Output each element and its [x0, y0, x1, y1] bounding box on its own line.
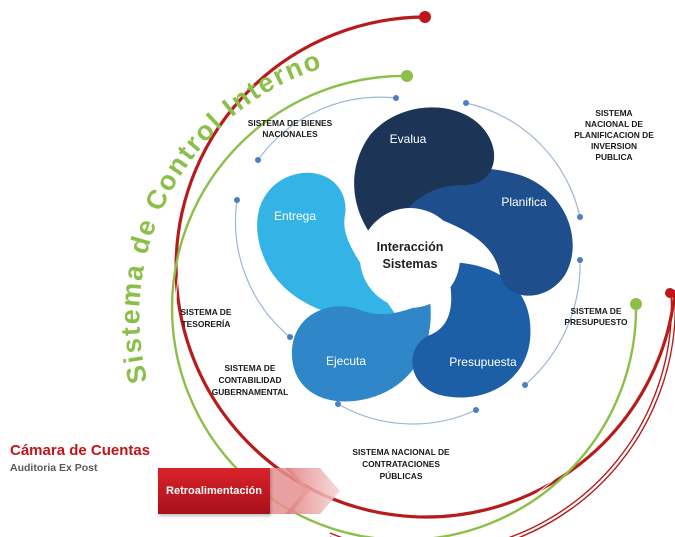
connector-dots: [234, 95, 583, 413]
svg-text:CONTABILIDAD: CONTABILIDAD: [218, 375, 281, 385]
svg-text:SISTEMA: SISTEMA: [595, 108, 632, 118]
petal-label-planifica: Planifica: [501, 195, 547, 209]
svg-text:CONTRATACIONES: CONTRATACIONES: [362, 459, 440, 469]
system-label-contabilidad: SISTEMA DE CONTABILIDAD GUBERNAMENTAL: [212, 363, 289, 397]
svg-text:SISTEMA NACIONAL DE: SISTEMA NACIONAL DE: [352, 447, 450, 457]
svg-text:SISTEMA DE: SISTEMA DE: [181, 307, 232, 317]
retroalimentacion-box: Retroalimentación: [158, 468, 270, 514]
petal-label-presupuesta: Presupuesta: [449, 355, 517, 369]
svg-text:SISTEMA DE: SISTEMA DE: [571, 306, 622, 316]
svg-text:PRESUPUESTO: PRESUPUESTO: [564, 317, 628, 327]
svg-text:PUBLICA: PUBLICA: [595, 152, 632, 162]
petal-label-evalua: Evalua: [390, 132, 427, 146]
svg-text:PLANIFICACION DE: PLANIFICACION DE: [574, 130, 654, 140]
system-label-presupuesto: SISTEMA DE PRESUPUESTO: [564, 306, 628, 327]
petal-ejecuta: [291, 300, 431, 402]
svg-text:SISTEMA DE BIENES: SISTEMA DE BIENES: [248, 118, 333, 128]
system-label-bienes: SISTEMA DE BIENES NACIONALES: [248, 118, 333, 139]
petal-presupuesta: [412, 262, 531, 398]
petal-label-ejecuta: Ejecuta: [326, 354, 366, 368]
connector-ring: [234, 96, 581, 425]
svg-text:NACIONAL DE: NACIONAL DE: [585, 119, 643, 129]
red-outer-arc: [174, 11, 675, 537]
camara-title: Cámara de Cuentas: [10, 442, 151, 459]
svg-text:GUBERNAMENTAL: GUBERNAMENTAL: [212, 387, 289, 397]
svg-text:SISTEMA DE: SISTEMA DE: [225, 363, 276, 373]
center-disc: [360, 208, 460, 308]
system-label-planificacion: SISTEMA NACIONAL DE PLANIFICACION DE INV…: [574, 108, 654, 162]
system-label-tesoreria: SISTEMA DE TESORERÍA: [181, 307, 232, 329]
retroalimentacion-label: Retroalimentación: [166, 485, 262, 497]
svg-text:NACIONALES: NACIONALES: [262, 129, 318, 139]
svg-text:TESORERÍA: TESORERÍA: [182, 318, 231, 329]
system-label-contrataciones: SISTEMA NACIONAL DE CONTRATACIONES PÚBLI…: [352, 447, 450, 481]
petal-entrega: [257, 172, 398, 320]
center-label-line1: Interacción: [377, 240, 444, 254]
svg-text:PÚBLICAS: PÚBLICAS: [380, 470, 423, 481]
camara-subtitle: Auditoria Ex Post: [10, 462, 98, 474]
petal-label-entrega: Entrega: [274, 209, 316, 223]
center-label-line2: Sistemas: [383, 257, 438, 271]
petal-planifica: [395, 168, 573, 296]
svg-text:INVERSION: INVERSION: [591, 141, 637, 151]
